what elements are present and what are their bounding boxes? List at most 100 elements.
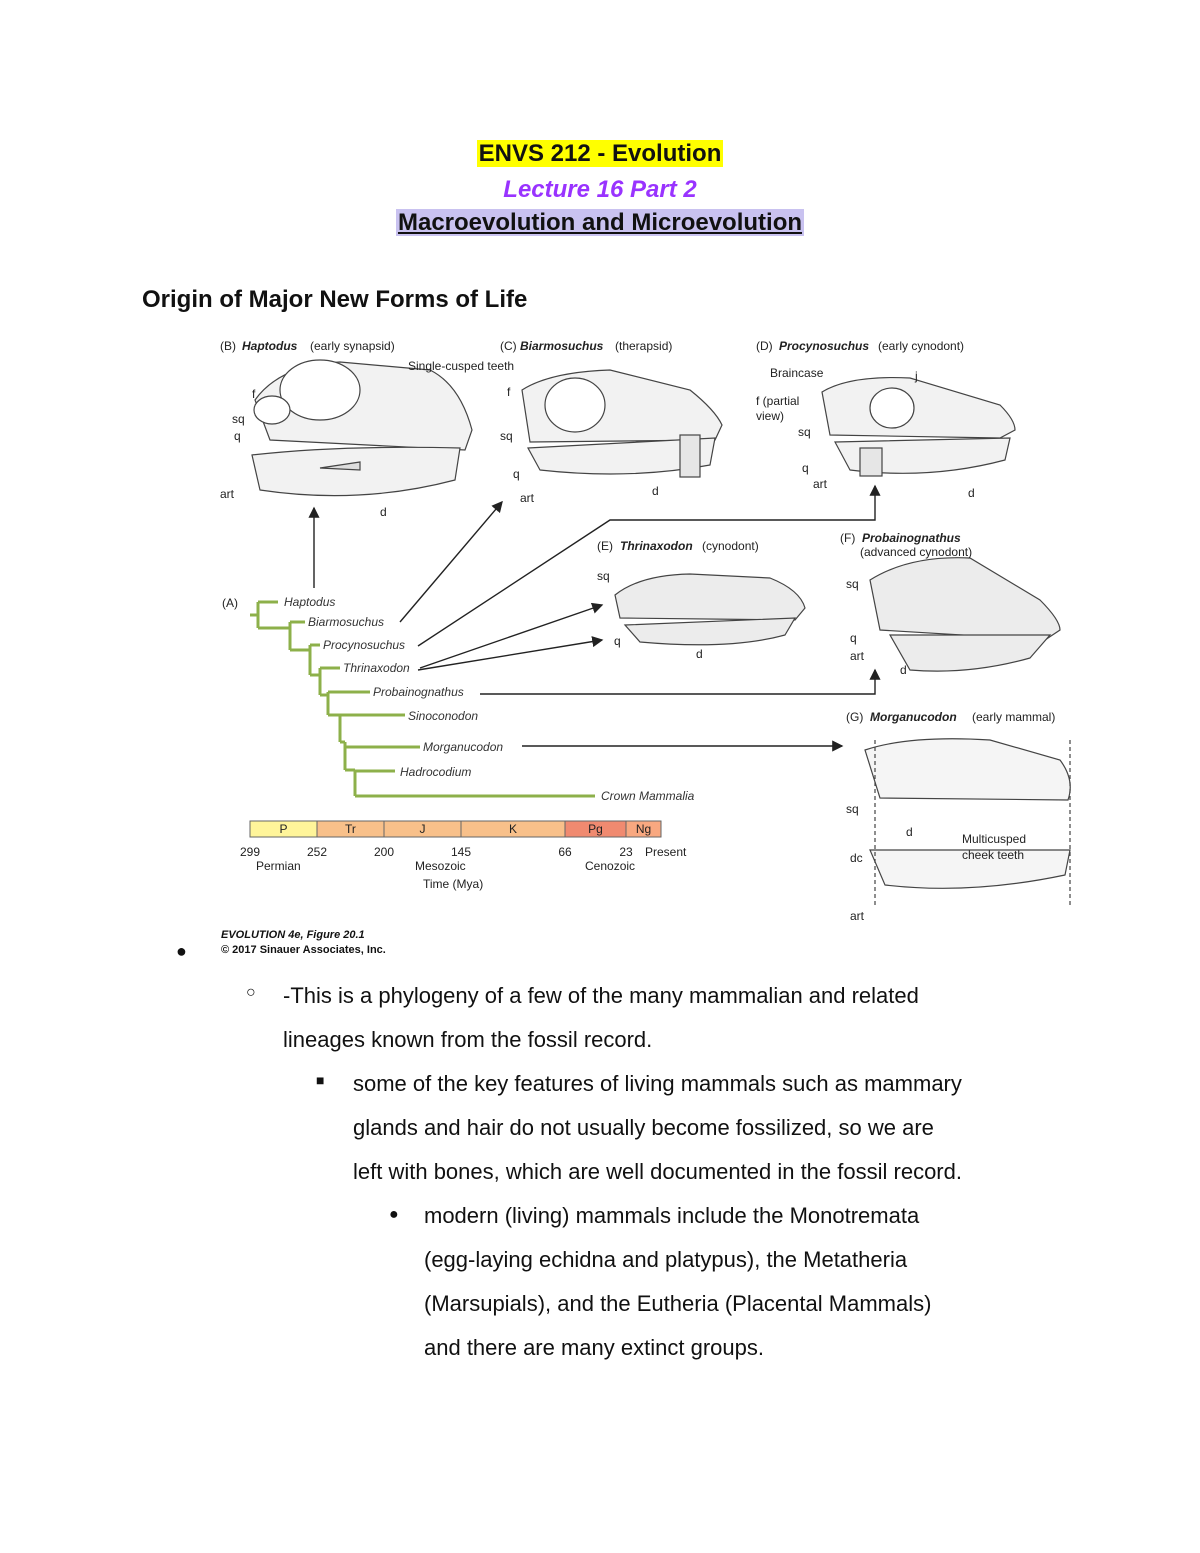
panel-b-name: Haptodus	[242, 339, 298, 353]
panel-e-name: Thrinaxodon	[620, 539, 693, 553]
figure-credit-title: EVOLUTION 4e, Figure 20.1	[221, 929, 365, 941]
tick-label: 299	[240, 845, 260, 859]
bullet-level1: ●	[176, 941, 187, 961]
lecture-subtitle: Lecture 16 Part 2	[503, 176, 697, 203]
text-line: lineages known from the fossil record.	[283, 1027, 653, 1052]
label-dc-g: dc	[850, 851, 863, 865]
period-label: Tr	[345, 822, 356, 836]
panel-d-partial-2: view)	[756, 409, 784, 423]
label-d-g: d	[906, 825, 913, 839]
label-art-d: art	[813, 477, 828, 491]
taxon-label: Biarmosuchus	[308, 615, 384, 629]
course-title: ENVS 212 - Evolution	[0, 140, 1200, 168]
bullet-level2: ○	[246, 984, 256, 1001]
text-line: -This is a phylogeny of a few of the man…	[283, 983, 919, 1008]
topic-title-text: Macroevolution and Microevolution	[395, 209, 805, 236]
bullet-level3: ■	[316, 1072, 325, 1088]
taxon-label: Procynosuchus	[323, 638, 405, 652]
taxon-label: Thrinaxodon	[343, 661, 410, 675]
panel-f-desc: (advanced cynodont)	[860, 545, 972, 559]
period-label: J	[420, 822, 426, 836]
text-line: modern (living) mammals include the Mono…	[424, 1203, 920, 1228]
panel-b-note: Single-cusped teeth	[408, 359, 514, 373]
timescale-axis-label: Time (Mya)	[423, 877, 483, 891]
panel-b-desc: (early synapsid)	[310, 339, 395, 353]
panel-f-name: Probainognathus	[862, 531, 961, 545]
topic-title: Macroevolution and Microevolution	[0, 209, 1200, 237]
label-sq-e: sq	[597, 569, 610, 583]
label-sq-f: sq	[846, 577, 859, 591]
label-sq-g: sq	[846, 802, 859, 816]
label-sq-d: sq	[798, 425, 811, 439]
panel-b-labels: (B) Haptodus (early synapsid) Single-cus…	[220, 339, 514, 519]
timescale-bars	[249, 820, 662, 838]
era-label: Cenozoic	[585, 859, 635, 873]
tick-label: Present	[645, 845, 687, 859]
label-sq-b: sq	[232, 412, 245, 426]
label-q-e: q	[614, 634, 621, 648]
tree-taxa: Haptodus Biarmosuchus Procynosuchus Thri…	[284, 595, 695, 803]
panel-b-letter: (B)	[220, 339, 236, 353]
panel-g-letter: (G)	[846, 710, 863, 724]
period-label: P	[279, 822, 287, 836]
timescale-eras: Permian Mesozoic Cenozoic Time (Mya)	[256, 859, 635, 891]
skull-thrinaxodon	[614, 573, 806, 646]
panel-c-desc: (therapsid)	[615, 339, 672, 353]
panel-d-desc: (early cynodont)	[878, 339, 964, 353]
panel-c-name: Biarmosuchus	[520, 339, 604, 353]
course-title-text: ENVS 212 - Evolution	[476, 140, 724, 167]
label-j-d: j	[914, 369, 918, 383]
era-label: Permian	[256, 859, 301, 873]
taxon-label: Crown Mammalia	[601, 789, 695, 803]
text-line: (egg-laying echidna and platypus), the M…	[424, 1247, 908, 1272]
bullet-level4-text: modern (living) mammals include the Mono…	[424, 1194, 931, 1370]
skull-procynosuchus	[821, 377, 1016, 477]
bullet-level3-text: some of the key features of living mamma…	[353, 1062, 962, 1194]
panel-d-letter: (D)	[756, 339, 773, 353]
tick-label: 23	[619, 845, 633, 859]
timescale-tick-labels: 299 252 200 145 66 23 Present	[240, 845, 687, 859]
panel-d-partial-1: f (partial	[756, 394, 799, 408]
label-q-f: q	[850, 631, 857, 645]
label-f-b: f	[252, 387, 256, 401]
panel-e-labels: (E) Thrinaxodon (cynodont) sq q d	[597, 539, 759, 661]
label-sq-c: sq	[500, 429, 513, 443]
skull-probainognathus	[869, 557, 1061, 672]
text-line: glands and hair do not usually become fo…	[353, 1115, 934, 1140]
panel-f-labels: (F) Probainognathus (advanced cynodont) …	[840, 531, 972, 677]
text-line: left with bones, which are well document…	[353, 1159, 962, 1184]
label-q-c: q	[513, 467, 520, 481]
label-q-b: q	[234, 429, 241, 443]
phylogeny-figure: (B) Haptodus (early synapsid) Single-cus…	[220, 339, 1071, 923]
label-d-e: d	[696, 647, 703, 661]
panel-e-desc: (cynodont)	[702, 539, 759, 553]
bullet-level2-text: -This is a phylogeny of a few of the man…	[283, 974, 919, 1062]
tick-label: 200	[374, 845, 394, 859]
label-art-g: art	[850, 909, 865, 923]
panel-g-labels: (G) Morganucodon (early mammal) Multicus…	[846, 710, 1055, 923]
period-label: K	[509, 822, 517, 836]
panel-e-letter: (E)	[597, 539, 613, 553]
panel-c-labels: (C) Biarmosuchus (therapsid) f sq q art …	[500, 339, 672, 505]
skull-haptodus	[251, 359, 473, 497]
taxon-label: Sinoconodon	[408, 709, 478, 723]
panel-d-name: Procynosuchus	[779, 339, 869, 353]
tick-label: 252	[307, 845, 327, 859]
tree-label: (A)	[222, 596, 238, 610]
text-line: some of the key features of living mamma…	[353, 1071, 962, 1096]
panel-g-note-1: Multicusped	[962, 832, 1026, 846]
label-d-c: d	[652, 484, 659, 498]
panel-d-braincase: Braincase	[770, 366, 824, 380]
label-d-d: d	[968, 486, 975, 500]
text-line: and there are many extinct groups.	[424, 1335, 764, 1360]
label-d-f: d	[900, 663, 907, 677]
panel-d-labels: (D) Procynosuchus (early cynodont) Brain…	[756, 339, 975, 500]
tick-label: 66	[558, 845, 572, 859]
panel-g-desc: (early mammal)	[972, 710, 1055, 724]
taxon-label: Probainognathus	[373, 685, 464, 699]
label-q-d: q	[802, 461, 809, 475]
label-art-b: art	[220, 487, 235, 501]
tick-label: 145	[451, 845, 471, 859]
